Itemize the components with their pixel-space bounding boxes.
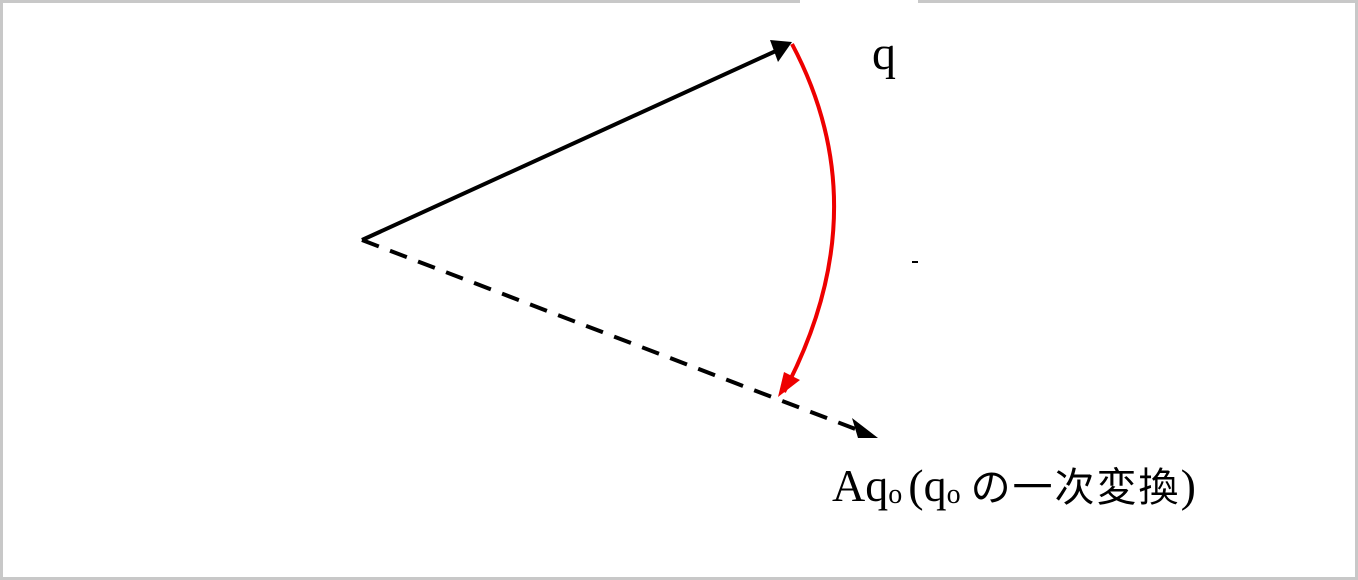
aq-paren-open: ( [908,460,924,511]
aq-jp-text: の一次変換 [970,465,1181,511]
vector-aq-line [361,238,859,432]
aq-main-subscript: o [888,479,903,510]
aq-inner-subscript: o [946,479,961,510]
vector-aq-arrowhead [852,418,878,438]
aq-paren-close: ) [1180,460,1196,511]
rotation-arc-arrowhead [778,372,800,397]
vector-q-label: q [872,27,896,80]
aq-main: Aq [832,460,889,511]
rotation-arc [782,43,836,393]
vector-q-arrowhead [770,40,792,62]
vector-q-line [361,48,779,242]
frame-gap [800,0,918,6]
aq-inner: q [923,460,947,511]
